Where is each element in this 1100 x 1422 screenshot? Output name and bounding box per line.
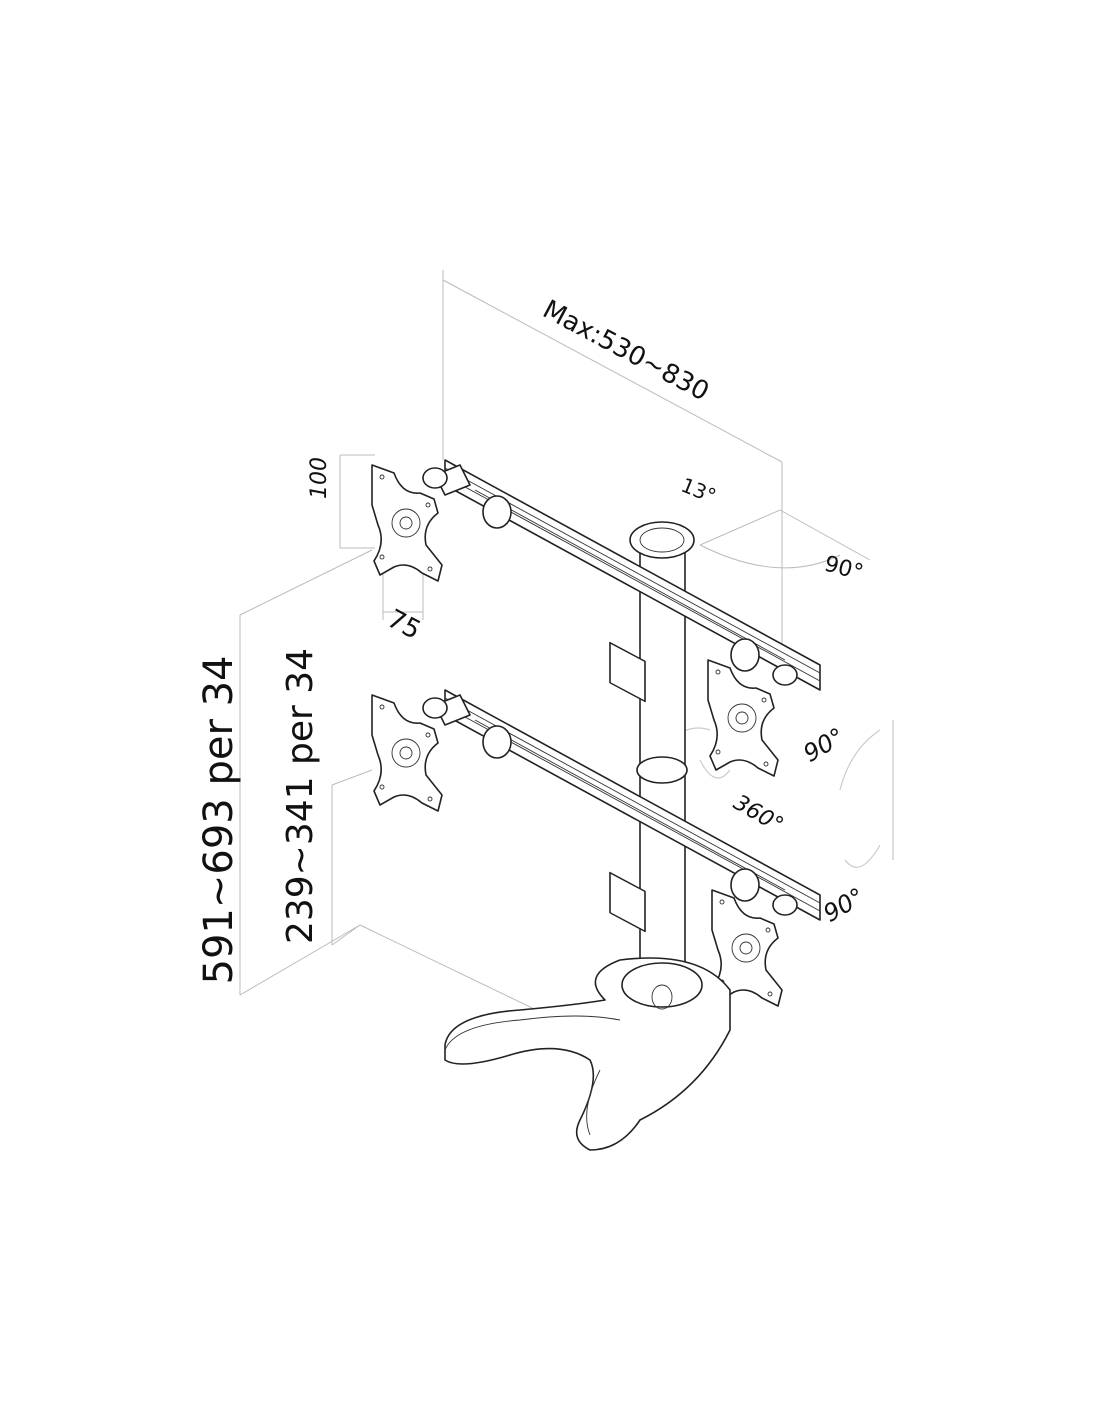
tilt-angle-label: 13° [678,473,720,509]
pole [629,521,695,986]
vesa-width-label: 75 [382,604,425,646]
plate-rotation-label: 90° [799,722,850,768]
max-width-label: Max:530~830 [538,295,714,408]
vesa-plate-upper-right [707,659,779,777]
total-height-label: 591~693 per 34 [196,656,242,985]
lower-rotation-label: 90° [819,882,870,928]
swivel-angle-label: 90° [822,552,866,586]
base [444,957,731,1151]
arm-rotation-label: 360° [729,790,787,838]
upper-arm [422,459,821,703]
vesa-height-label: 100 [307,457,332,499]
dimension-lines [239,270,894,1061]
lower-height-label: 239~341 per 34 [280,648,321,944]
